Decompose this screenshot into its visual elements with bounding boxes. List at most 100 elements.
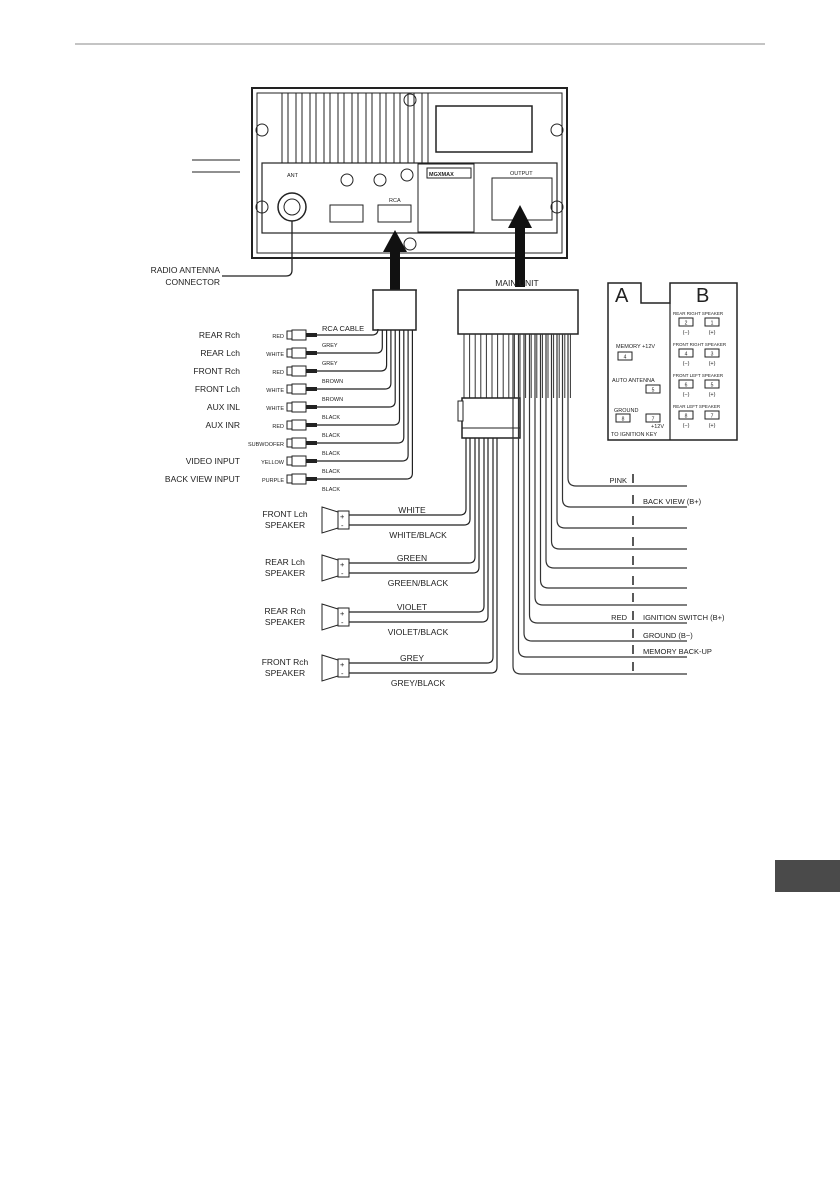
heatsink-fin — [407, 92, 415, 164]
rca-wire-color: BROWN — [322, 379, 343, 385]
pin-b-neg-number: 4 — [685, 352, 688, 358]
pin-b-neg-number: 8 — [685, 414, 688, 420]
svg-text:+: + — [340, 660, 345, 669]
pos-sign: (+) — [709, 361, 716, 367]
harness-connector — [461, 397, 521, 439]
power-wire — [517, 334, 687, 658]
rca-plug-color: SUBWOOFER — [248, 442, 284, 448]
speaker-minus-wire — [349, 438, 480, 574]
rca-plug-icon — [286, 437, 317, 449]
power-wire — [534, 334, 687, 606]
pin-a7-number: 7 — [652, 417, 655, 423]
power-wire — [523, 334, 687, 642]
pin-b-pos-number: 3 — [711, 352, 714, 358]
heatsink-fin — [351, 92, 359, 164]
heatsink-fin — [421, 92, 429, 164]
speaker-minus-wire — [349, 438, 489, 623]
speaker-label-2: SPEAKER — [265, 668, 305, 678]
rca-wire-color: BLACK — [322, 433, 340, 439]
power-wire — [556, 334, 687, 529]
rca-plug-icon — [286, 347, 317, 359]
speaker-plus-wire-label: VIOLET — [397, 602, 427, 612]
pin-a-label: TO IGNITION KEY — [611, 432, 657, 438]
rca-wire — [317, 330, 392, 390]
pos-sign: (+) — [709, 330, 716, 336]
pin-b-pos — [704, 379, 720, 389]
pin-a4-number: 4 — [624, 355, 627, 361]
rca-wire — [317, 328, 379, 336]
power-wire-color: RED — [611, 613, 627, 622]
speaker-plus-wire-label: GREEN — [397, 553, 427, 563]
harness-latch — [457, 400, 464, 422]
speaker-minus-wire — [349, 438, 471, 526]
heatsink-fins — [281, 92, 429, 164]
rca-plug-icon — [286, 419, 317, 431]
pin-b-pos-number: 1 — [711, 321, 714, 327]
power-wire-color: PINK — [609, 476, 627, 485]
rca-plug-icon — [286, 455, 317, 467]
brand-logo: MGXMAX — [429, 172, 454, 178]
section-tab — [775, 860, 840, 892]
speaker-label-1: REAR Rch — [264, 606, 305, 616]
heatsink-fin — [379, 92, 387, 164]
neg-sign: (−) — [683, 330, 690, 336]
speaker-minus-wire — [349, 438, 498, 674]
logo-badge — [426, 167, 472, 179]
power-wire — [528, 334, 687, 624]
rca-plug-icon — [286, 365, 317, 377]
svg-text:-: - — [341, 669, 344, 678]
svg-text:-: - — [341, 618, 344, 627]
rca-channel-label: VIDEO INPUT — [186, 456, 240, 466]
pin-b-group-label: FRONT RIGHT SPEAKER — [673, 342, 727, 347]
speaker-plus-wire-label: WHITE — [398, 505, 426, 515]
rca-channel-label: FRONT Rch — [193, 366, 240, 376]
speaker-label-2: SPEAKER — [265, 617, 305, 627]
rca-channel-label: BACK VIEW INPUT — [165, 474, 240, 484]
rca-wire-color: BLACK — [322, 415, 340, 421]
pin-a8-number: 8 — [622, 417, 625, 423]
rca-channel-label: AUX INL — [207, 402, 240, 412]
pin-a-label: GROUND — [614, 408, 638, 414]
rca-plug-color: RED — [272, 370, 284, 376]
pos-sign: (+) — [709, 392, 716, 398]
pin-b-neg — [678, 410, 694, 420]
pinout-a-label: A — [615, 285, 629, 307]
pin-a7 — [645, 413, 661, 423]
pin-a8 — [615, 413, 631, 423]
main-unit-label: MAIN UNIT — [495, 278, 538, 288]
pin-a-label: MEMORY +12V — [616, 344, 655, 350]
pin-b-pos — [704, 410, 720, 420]
speaker-plus-wire — [349, 438, 467, 516]
antenna-label-1: RADIO ANTENNA — [151, 265, 221, 275]
heatsink-fin — [295, 92, 303, 164]
svg-text:-: - — [341, 569, 344, 578]
rca-plug-color: YELLOW — [261, 460, 285, 466]
rca-wire-color: BLACK — [322, 451, 340, 457]
rca-connector-block — [372, 289, 417, 331]
power-wire — [567, 334, 687, 487]
heatsink-fin — [323, 92, 331, 164]
pin-b-neg-number: 2 — [685, 321, 688, 327]
pin-b-neg-number: 6 — [685, 383, 688, 389]
speaker-icon: +- — [321, 654, 350, 682]
pinout-b-label: B — [696, 285, 709, 307]
wire-harness — [463, 334, 571, 398]
pin-b-group-label: REAR LEFT SPEAKER — [673, 404, 721, 409]
rca-wire — [317, 330, 388, 372]
power-wire-function: BACK VIEW (B+) — [643, 497, 702, 506]
rca-wire — [317, 330, 413, 480]
ant-label: ANT — [287, 173, 299, 179]
rca-wire-color: BROWN — [322, 397, 343, 403]
head-unit — [251, 87, 568, 259]
antenna-label-2: CONNECTOR — [165, 277, 220, 287]
pin-a-label: AUTO ANTENNA — [612, 378, 655, 384]
pin-a5-number: 5 — [652, 388, 655, 394]
rca-plug-color: WHITE — [266, 406, 284, 412]
rca-channel-label: AUX INR — [206, 420, 240, 430]
main-unit-connector — [457, 289, 579, 335]
rca-plug-icon — [286, 473, 317, 485]
